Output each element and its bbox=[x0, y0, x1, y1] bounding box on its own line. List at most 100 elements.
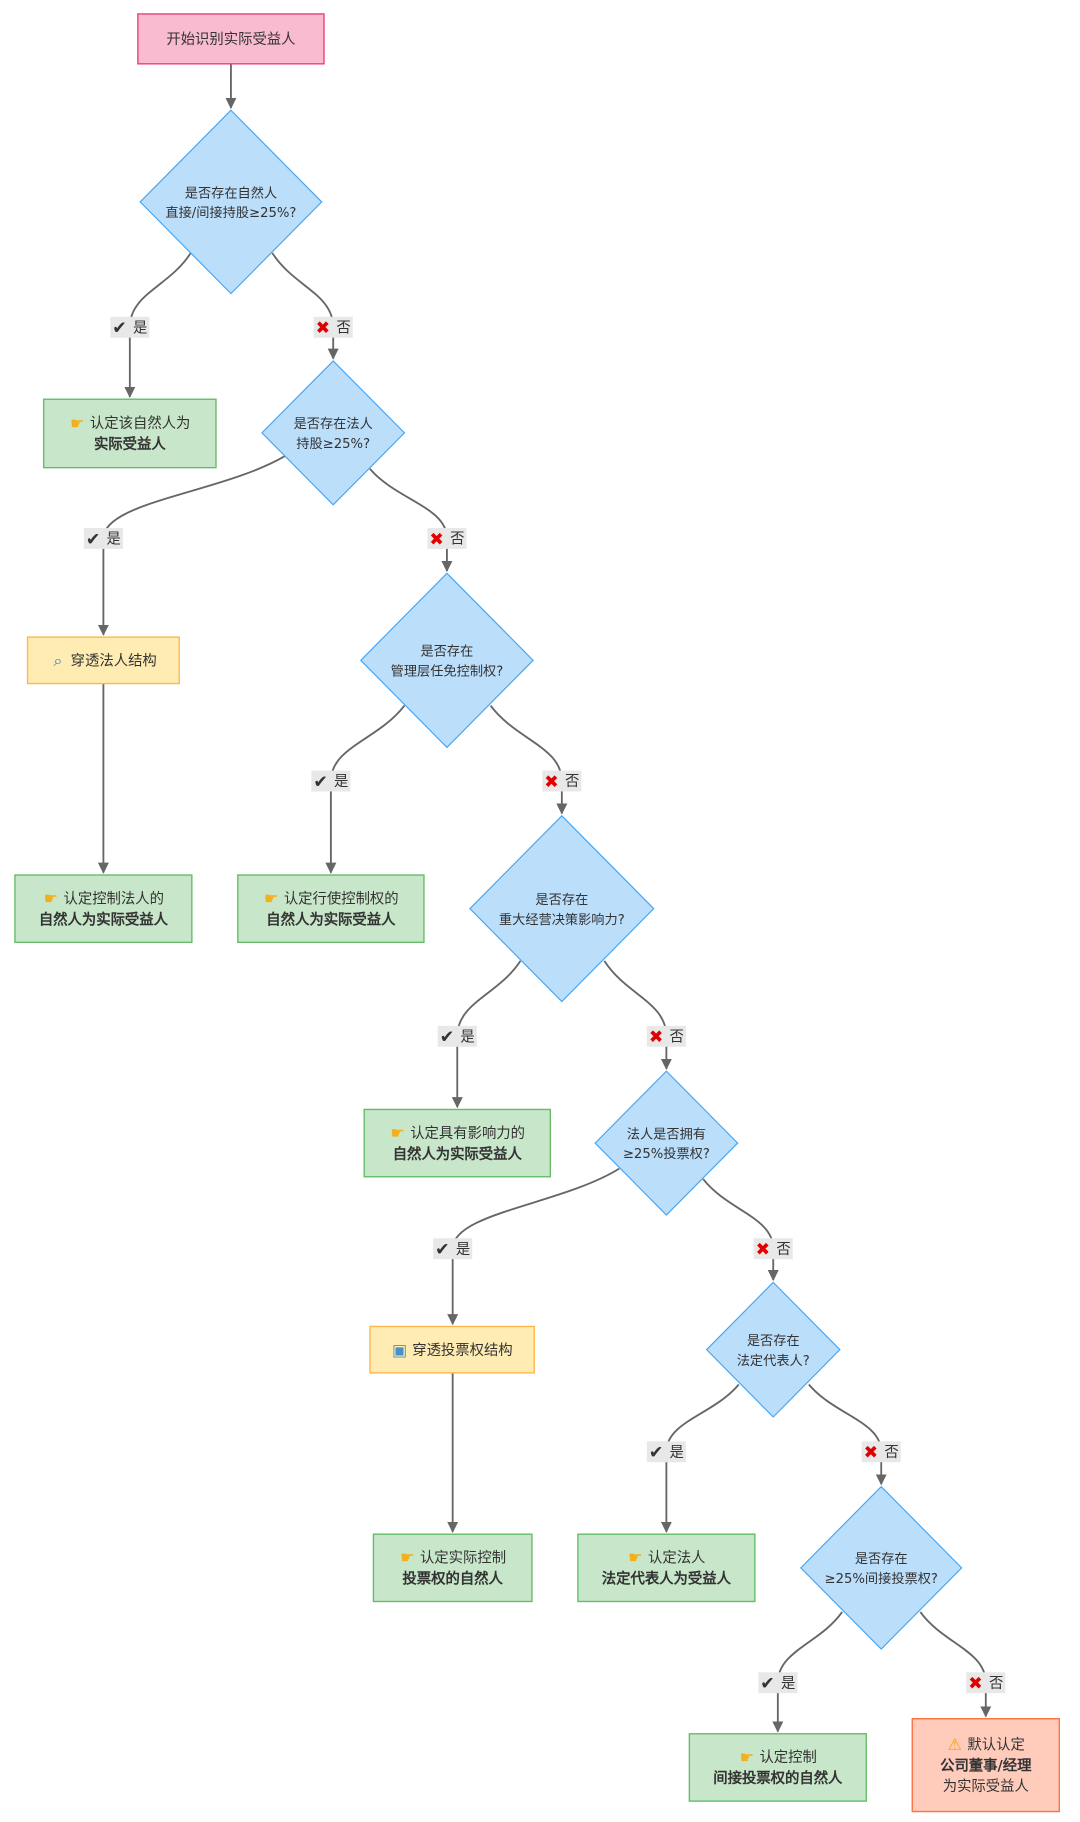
edge-label-yes: ✔是 bbox=[758, 1672, 798, 1694]
edge-label-text: 是 bbox=[460, 1029, 474, 1045]
node-text-line: 默认认定 bbox=[967, 1736, 1024, 1753]
edge-label-background bbox=[753, 1238, 793, 1260]
node-text-line: 重大经营决策影响力? bbox=[499, 911, 625, 928]
decision-node-d7: 是否存在≥25%间接投票权? bbox=[799, 1485, 963, 1650]
node-text-line: 直接/间接持股≥25%? bbox=[165, 204, 296, 221]
edge-d7-n10 bbox=[919, 1611, 992, 1718]
check-mark-icon: ✔ bbox=[313, 772, 327, 792]
edge-label-text: 否 bbox=[776, 1242, 790, 1258]
edge-label-yes: ✔是 bbox=[83, 528, 123, 550]
node-box bbox=[363, 1108, 552, 1178]
decision-diamond bbox=[799, 1485, 963, 1650]
node-text-line: 认定行使控制权的 bbox=[284, 890, 399, 907]
decision-diamond bbox=[261, 360, 406, 506]
edge-d2-n2 bbox=[97, 455, 286, 636]
cross-mark-icon: ✖ bbox=[649, 1028, 663, 1048]
node-text-line: 是否存在 bbox=[535, 892, 588, 908]
edge-label-text: 是 bbox=[456, 1242, 470, 1258]
process-node-n6: 穿透投票权结构▣ bbox=[369, 1325, 535, 1374]
edge-d5-d6 bbox=[702, 1178, 779, 1282]
node-text-line: ≥25%间接投票权? bbox=[825, 1570, 938, 1587]
edge-label-text: 是 bbox=[133, 320, 147, 336]
node-box bbox=[42, 398, 217, 469]
node-text-line: 认定法人 bbox=[648, 1550, 705, 1567]
edge-label-background bbox=[433, 1238, 473, 1260]
node-text-line: 认定实际控制 bbox=[420, 1550, 506, 1567]
edge-label-no: ✖否 bbox=[966, 1672, 1006, 1694]
decision-diamond bbox=[469, 815, 655, 1003]
edge-label-background bbox=[758, 1672, 798, 1694]
edge-label-yes: ✔是 bbox=[646, 1441, 686, 1463]
result-node-n4: 认定行使控制权的☛自然人为实际受益人 bbox=[237, 874, 425, 944]
node-box bbox=[237, 874, 425, 944]
result-node-n8: 认定法人☛法定代表人为受益人 bbox=[577, 1533, 756, 1603]
node-text-line: 开始识别实际受益人 bbox=[166, 31, 295, 48]
cross-mark-icon: ✖ bbox=[756, 1240, 770, 1260]
result-node-n3: 认定控制法人的☛自然人为实际受益人 bbox=[14, 874, 193, 944]
edge-label-text: 否 bbox=[336, 320, 350, 336]
edge-labels-layer: ✔是✖否✔是✖否✔是✖否✔是✖否✔是✖否✔是✖否✔是✖否 bbox=[83, 316, 1006, 1694]
decision-diamond bbox=[139, 109, 323, 295]
result-node-n1: 认定该自然人为☛实际受益人 bbox=[42, 398, 217, 469]
edge-label-background bbox=[313, 316, 353, 338]
process-node-n2: 穿透法人结构⌕ bbox=[26, 636, 180, 685]
node-text-line: 实际受益人 bbox=[94, 435, 166, 453]
node-text-line: 管理层任免控制权? bbox=[391, 662, 504, 679]
check-mark-icon: ✔ bbox=[86, 530, 100, 550]
node-box bbox=[14, 874, 193, 944]
edge-label-no: ✖否 bbox=[753, 1238, 793, 1260]
check-mark-icon: ✔ bbox=[440, 1028, 454, 1048]
edge-label-yes: ✔是 bbox=[433, 1238, 473, 1260]
node-text-line: 自然人为实际受益人 bbox=[39, 910, 169, 928]
edge-label-no: ✖否 bbox=[313, 316, 353, 339]
decision-diamond bbox=[594, 1070, 739, 1216]
pointing-hand-icon: ☛ bbox=[740, 1748, 754, 1767]
cross-mark-icon: ✖ bbox=[968, 1674, 982, 1694]
edge-d5-n6 bbox=[447, 1167, 620, 1326]
edge-label-yes: ✔是 bbox=[110, 316, 150, 339]
node-text-line: 穿透投票权结构 bbox=[412, 1342, 512, 1359]
node-box bbox=[369, 1325, 535, 1374]
cross-mark-icon: ✖ bbox=[429, 530, 443, 550]
node-box bbox=[577, 1533, 756, 1603]
edge-label-no: ✖否 bbox=[646, 1025, 686, 1048]
edge-d4-d5 bbox=[603, 960, 672, 1070]
node-text-line: 自然人为实际受益人 bbox=[393, 1145, 523, 1163]
node-text-line: 是否存在法人 bbox=[294, 416, 373, 432]
node-text-line: 法定代表人为受益人 bbox=[602, 1569, 732, 1587]
node-text-line: 法人是否拥有 bbox=[627, 1126, 706, 1142]
node-text-line: 公司董事/经理 bbox=[940, 1756, 1032, 1774]
edge-label-text: 是 bbox=[334, 774, 348, 790]
node-text-line: ≥25%投票权? bbox=[623, 1145, 710, 1162]
decision-node-d5: 法人是否拥有 ≥25%投票权? bbox=[594, 1070, 739, 1216]
node-text-line: 认定具有影响力的 bbox=[410, 1125, 525, 1142]
node-text-line: 是否存在 bbox=[421, 644, 474, 660]
node-text-line: 认定控制 bbox=[759, 1749, 816, 1766]
edge-label-background bbox=[966, 1672, 1006, 1694]
edge-label-background bbox=[646, 1025, 686, 1047]
pointing-hand-icon: ☛ bbox=[44, 889, 58, 908]
node-text-line: 间接投票权的自然人 bbox=[713, 1769, 843, 1787]
node-text-line: 穿透法人结构 bbox=[71, 652, 157, 669]
cross-mark-icon: ✖ bbox=[316, 319, 330, 339]
edge-label-background bbox=[861, 1441, 901, 1463]
edge-label-no: ✖否 bbox=[542, 770, 582, 792]
edge-label-text: 是 bbox=[670, 1445, 684, 1461]
edge-d7-n9 bbox=[772, 1611, 843, 1733]
edge-label-background bbox=[311, 770, 351, 792]
result-node-n5: 认定具有影响力的☛自然人为实际受益人 bbox=[363, 1108, 552, 1178]
node-text-line: 为实际受益人 bbox=[943, 1778, 1029, 1795]
edge-label-text: 否 bbox=[989, 1676, 1003, 1692]
decision-diamond bbox=[705, 1281, 841, 1418]
edge-label-text: 否 bbox=[565, 774, 579, 790]
edge-label-background bbox=[437, 1025, 477, 1047]
node-text-line: 持股≥25%? bbox=[296, 436, 370, 452]
